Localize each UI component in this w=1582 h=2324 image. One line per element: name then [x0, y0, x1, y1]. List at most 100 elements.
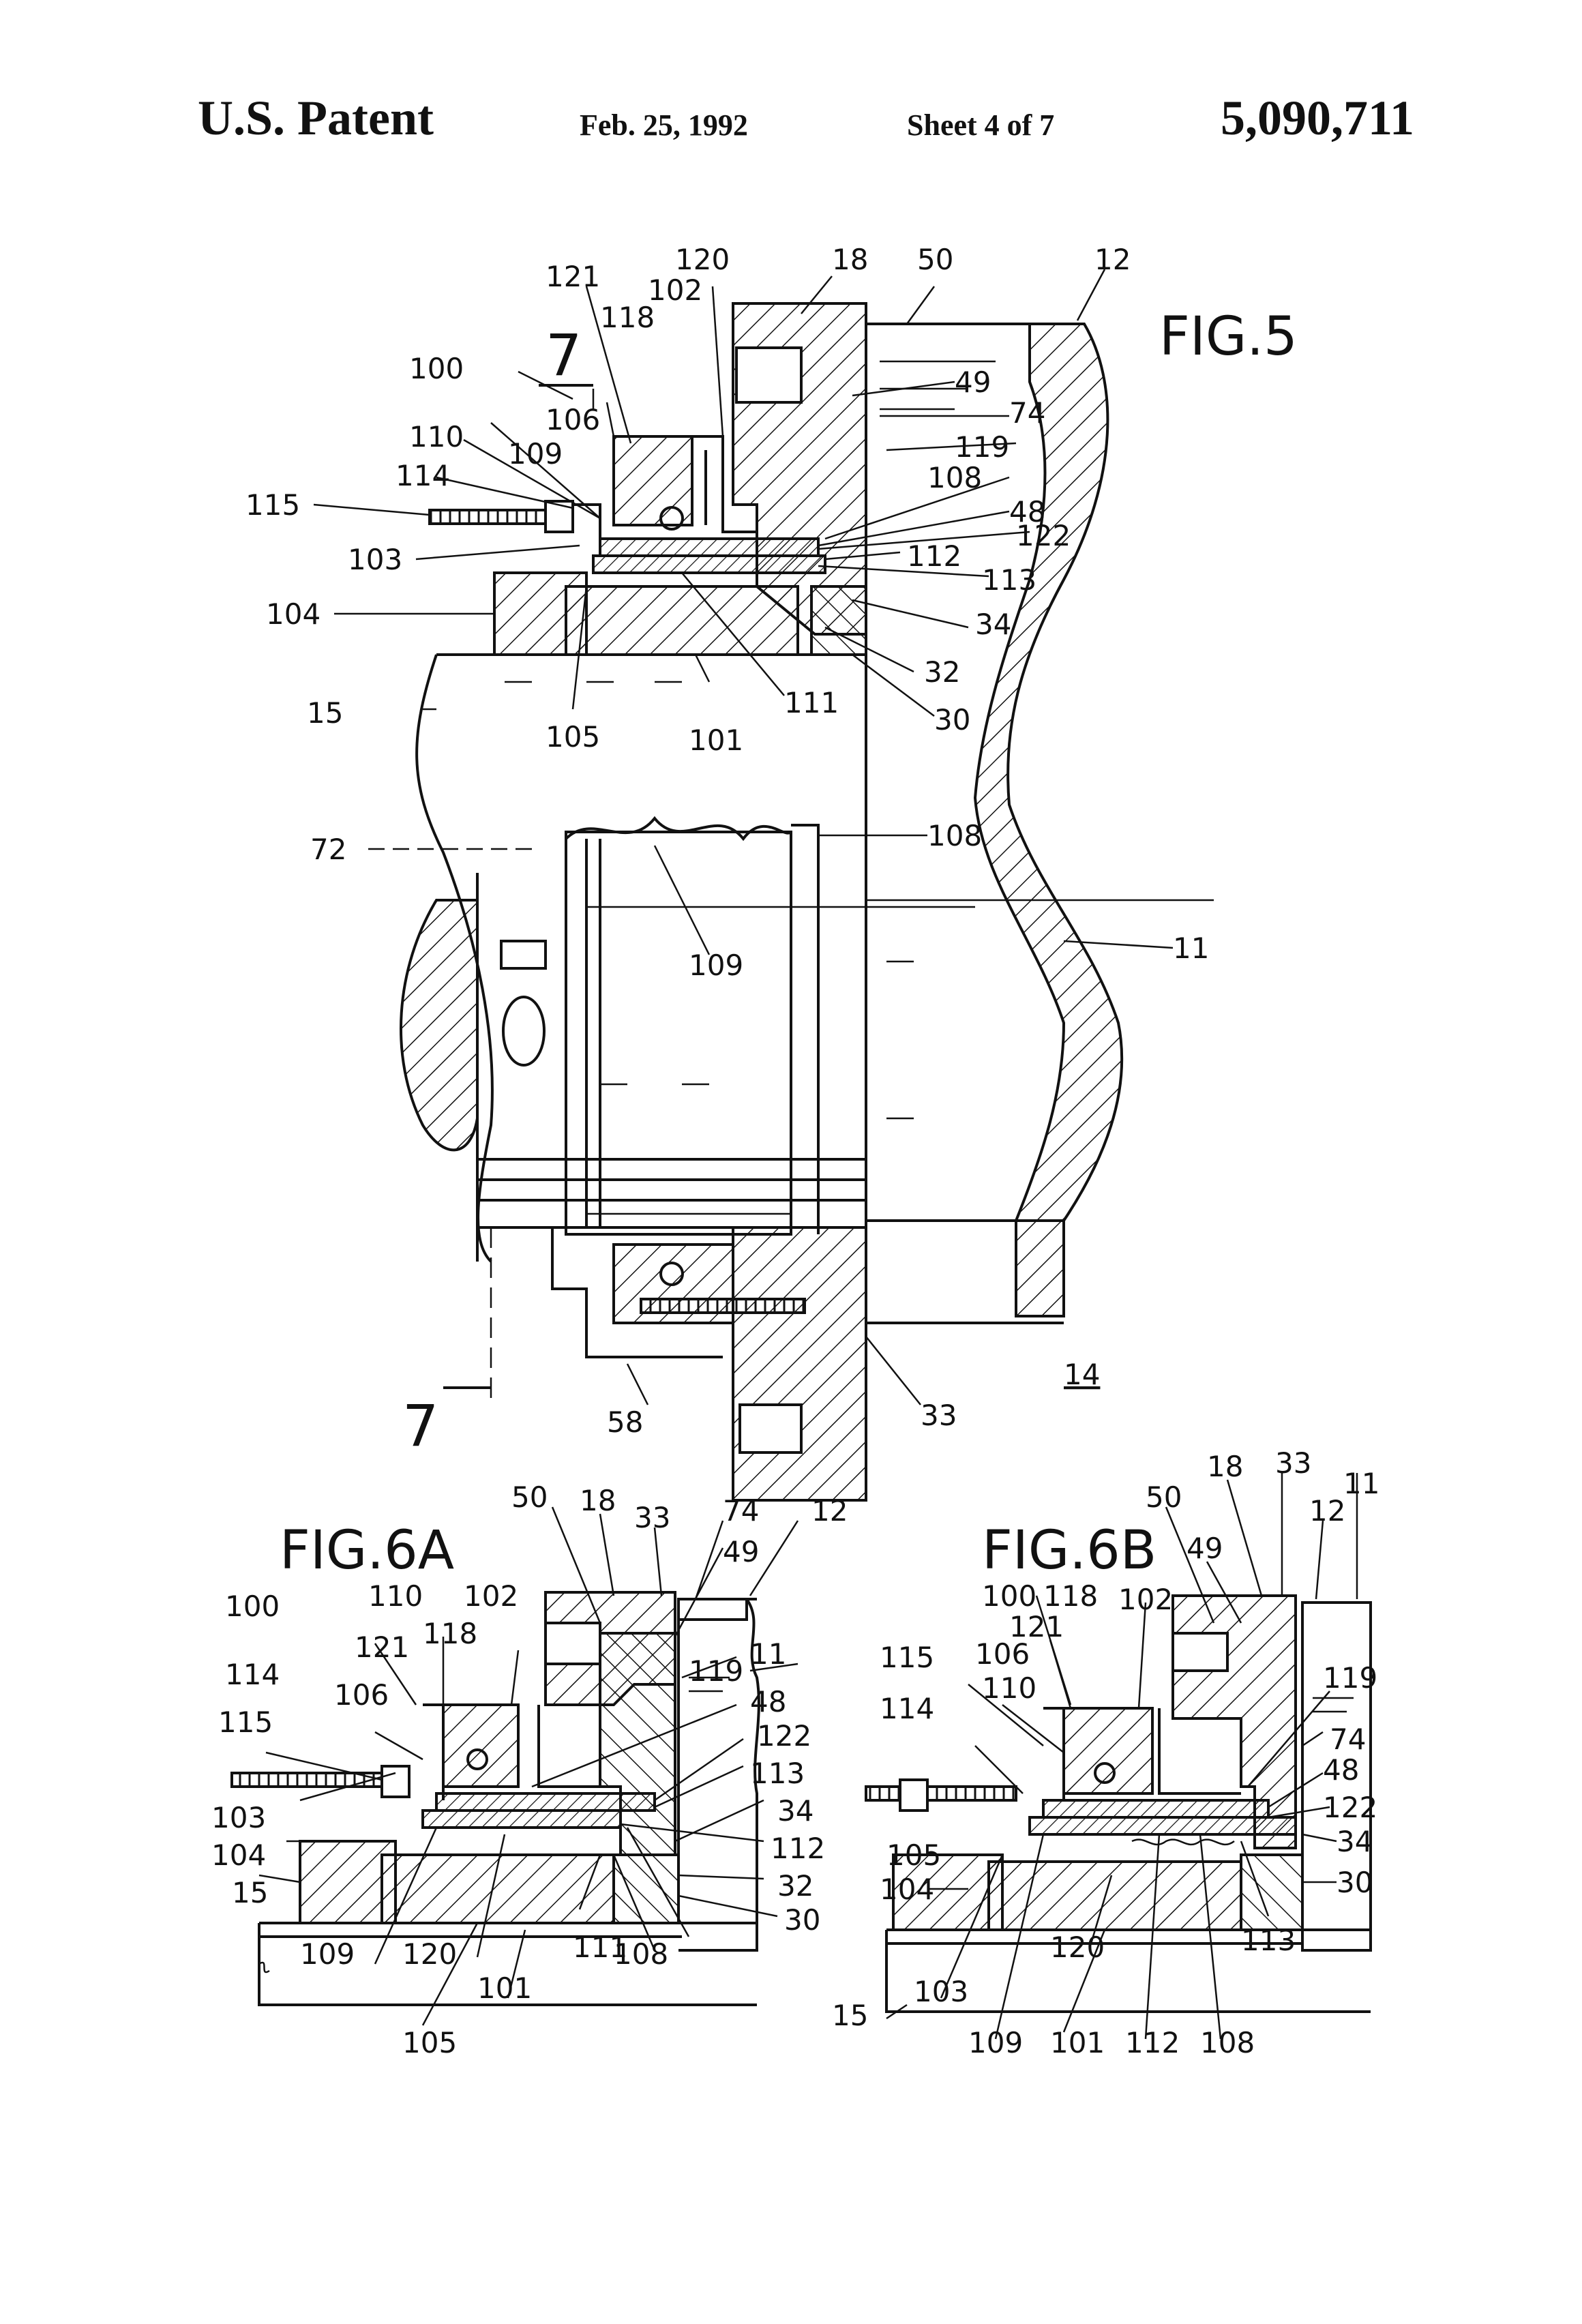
- reference-numeral: 34: [975, 608, 1011, 641]
- fig6b-title: FIG.6B: [982, 1520, 1156, 1581]
- leader-line: [1302, 1732, 1323, 1746]
- reference-numeral: 122: [757, 1719, 811, 1753]
- fig6a-shaft-lines: [678, 1599, 757, 1855]
- reference-numeral: 113: [750, 1757, 805, 1790]
- reference-numeral: 101: [1050, 2026, 1105, 2059]
- reference-numeral: 34: [777, 1794, 814, 1828]
- reference-numeral: 121: [546, 260, 600, 293]
- reference-numeral: 32: [777, 1869, 814, 1903]
- reference-numeral: 34: [1337, 1825, 1373, 1858]
- reference-numeral: 114: [225, 1658, 280, 1691]
- leader-line: [375, 1732, 423, 1759]
- reference-numeral: 12: [811, 1494, 848, 1528]
- fig6b-teeth: [1132, 1840, 1234, 1845]
- leader-line: [907, 286, 934, 324]
- reference-numeral: 12: [1309, 1494, 1345, 1528]
- reference-numeral: 11: [750, 1637, 786, 1671]
- reference-numeral: 106: [975, 1637, 1030, 1671]
- reference-numeral: 110: [982, 1671, 1036, 1705]
- reference-numeral: 15: [832, 1999, 868, 2032]
- fig6b-shaft-15: [886, 1930, 1371, 1943]
- reference-numeral: 120: [1050, 1931, 1105, 1964]
- reference-numeral: 110: [409, 420, 464, 453]
- reference-numeral: 11: [1173, 932, 1209, 965]
- housing-18-lower: [733, 1227, 866, 1500]
- fig6b: FIG.6B: [832, 1446, 1379, 2059]
- reference-numeral: 18: [832, 243, 868, 276]
- reference-numeral: 102: [1118, 1583, 1173, 1616]
- sleeve-113: [593, 556, 825, 573]
- leader-line: [416, 546, 580, 559]
- roller-left-edge: [586, 839, 600, 1227]
- fig6b-housing-notch: [1173, 1633, 1227, 1671]
- leader-line: [607, 402, 614, 436]
- reference-numeral: 50: [917, 243, 953, 276]
- reference-numeral: 15: [232, 1876, 268, 1909]
- reference-numeral: 49: [1186, 1532, 1223, 1565]
- fig6a-seal-top: [678, 1599, 747, 1620]
- fig6a-ring-30: [614, 1855, 678, 1923]
- reference-numeral: 118: [423, 1617, 477, 1650]
- reference-numeral: 109: [968, 2026, 1023, 2059]
- sleeve-left-hatched: [401, 900, 477, 1150]
- fig6b-bolt-115: [866, 1787, 1016, 1800]
- reference-numeral: 11: [1343, 1467, 1379, 1500]
- reference-numeral: 72: [310, 833, 346, 866]
- body-101: [566, 586, 798, 655]
- reference-numeral: 100: [409, 352, 464, 385]
- reference-numeral: 111: [784, 686, 839, 719]
- leader-line: [696, 655, 709, 682]
- leader-line: [852, 600, 968, 627]
- reference-numeral: 103: [914, 1975, 968, 2008]
- reference-numeral: 103: [348, 543, 402, 576]
- fig6a: FIG.6A: [211, 1480, 848, 2059]
- leader-line: [1139, 1603, 1146, 1708]
- fig6a-bolt-head: [382, 1766, 409, 1797]
- reference-numeral: 48: [1323, 1753, 1359, 1787]
- reference-numeral: 113: [982, 563, 1036, 597]
- reference-numeral: 103: [211, 1801, 266, 1834]
- lower-bolt: [641, 1299, 805, 1313]
- reference-numeral: 104: [266, 597, 320, 631]
- reference-numeral: 74: [1330, 1723, 1366, 1756]
- sleeve-108: [600, 539, 818, 556]
- housing-12: [975, 324, 1122, 1316]
- leader-line: [627, 1364, 648, 1405]
- reference-numeral: 101: [689, 724, 743, 757]
- housing-lower-notch: [740, 1405, 801, 1452]
- reference-numeral: 109: [508, 437, 563, 471]
- reference-numeral: 108: [927, 461, 982, 494]
- reference-numeral: 120: [402, 1937, 457, 1971]
- reference-numeral: 105: [546, 720, 600, 754]
- housing-18-notch: [736, 348, 801, 402]
- reference-numeral: 119: [955, 430, 1009, 464]
- leader-line: [511, 1650, 518, 1705]
- fig6b-sleeve-113: [1030, 1817, 1296, 1834]
- fig6a-sleeve-113: [423, 1811, 621, 1828]
- reference-numeral: 106: [334, 1678, 389, 1712]
- section-mark-bottom: 7: [402, 1392, 438, 1459]
- reference-numeral: 114: [880, 1692, 934, 1725]
- leader-line: [1227, 1480, 1262, 1596]
- reference-numeral: 112: [907, 539, 961, 573]
- reference-numeral: 49: [955, 366, 991, 399]
- leader-line: [655, 1528, 661, 1596]
- leader-line: [678, 1896, 777, 1916]
- reference-numeral: 12: [1094, 243, 1131, 276]
- fig6b-bolt-head: [900, 1780, 927, 1811]
- reference-numeral: 33: [1275, 1446, 1311, 1480]
- section-mark-top: 7: [546, 322, 582, 389]
- leader-line: [1050, 1640, 1071, 1708]
- fig5: FIG.5: [245, 243, 1298, 1500]
- reference-numeral: 119: [1323, 1661, 1377, 1695]
- reference-numeral: 18: [580, 1484, 616, 1517]
- reference-numeral: 101: [477, 1971, 532, 2005]
- reference-numeral: 50: [1146, 1480, 1182, 1514]
- leader-line: [1316, 1521, 1323, 1599]
- reference-numeral: 112: [1125, 2026, 1180, 2059]
- reference-numeral: 100: [982, 1579, 1036, 1613]
- lower-ring-lines: [477, 1159, 866, 1227]
- leader-line: [866, 1337, 921, 1405]
- reference-numeral: 121: [355, 1630, 409, 1664]
